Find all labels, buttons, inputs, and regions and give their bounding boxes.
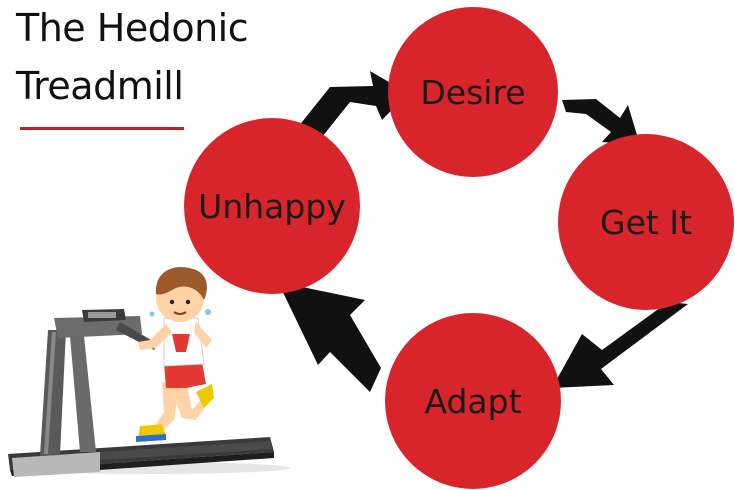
cycle-node-desire: Desire	[388, 7, 558, 177]
getit-label: Get It	[600, 203, 692, 242]
adapt-label: Adapt	[424, 382, 521, 421]
cycle-arrows	[278, 71, 688, 392]
cycle-node-adapt: Adapt	[385, 313, 561, 489]
getit-circle	[558, 134, 734, 310]
unhappy-circle	[184, 118, 360, 294]
arrow-desire-to-getit	[562, 99, 640, 145]
boy-running-on-treadmill-icon	[8, 267, 290, 477]
cycle-node-unhappy: Unhappy	[184, 118, 360, 294]
adapt-circle	[385, 313, 561, 489]
desire-label: Desire	[420, 73, 525, 112]
desire-circle	[388, 7, 558, 177]
title-underline	[20, 127, 184, 130]
arrow-getit-to-adapt	[552, 302, 688, 388]
title-line-2: Treadmill	[16, 64, 184, 108]
arrow-unhappy-to-desire	[298, 71, 408, 142]
arrow-adapt-to-unhappy	[278, 282, 381, 392]
unhappy-label: Unhappy	[198, 187, 346, 226]
cycle-node-get-it: Get It	[558, 134, 734, 310]
title-line-1: The Hedonic	[16, 6, 249, 50]
